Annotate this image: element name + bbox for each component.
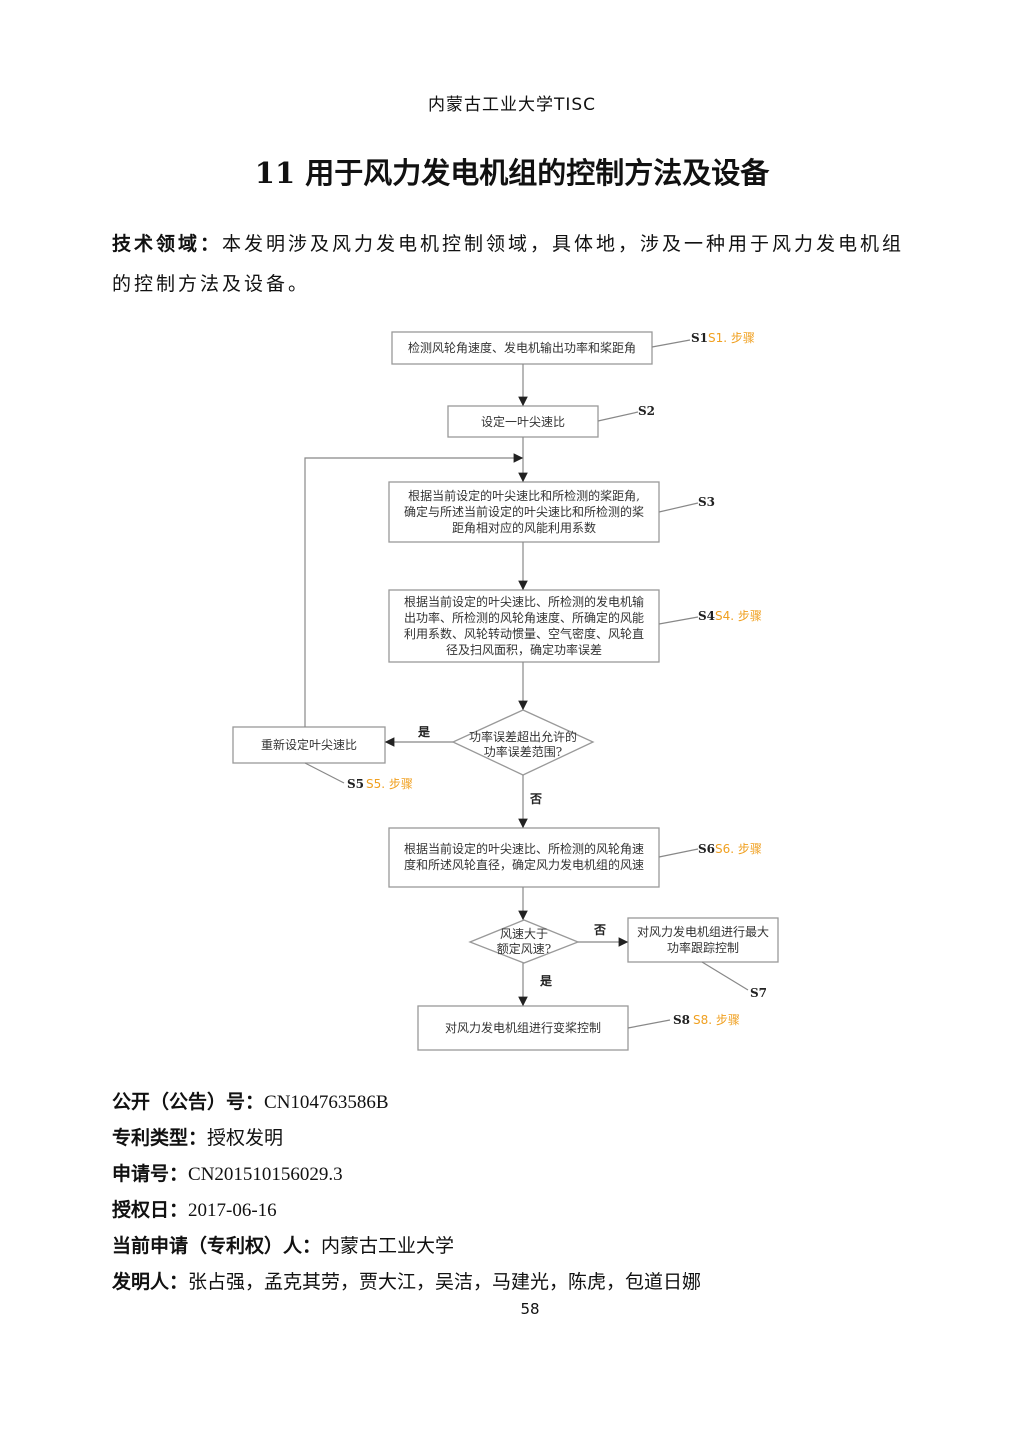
meta-value: CN201510156029.3 bbox=[188, 1164, 343, 1185]
page-title: 11 用于风力发电机组的控制方法及设备 bbox=[254, 156, 770, 190]
decision-wind-speed-diamond bbox=[468, 919, 580, 964]
d2-yes-label: 是 bbox=[539, 974, 553, 988]
s4-text-line: 利用系数、风轮转动惯量、空气密度、风轮直 bbox=[404, 626, 644, 641]
s8-note: S8. 步骤 bbox=[693, 1013, 740, 1027]
d1-text-line: 功率误差超出允许的 bbox=[469, 729, 577, 744]
s5-note: S5. 步骤 bbox=[366, 777, 413, 791]
s8-text: 对风力发电机组进行变桨控制 bbox=[445, 1020, 601, 1035]
d1-no-label: 否 bbox=[529, 792, 542, 806]
meta-patent-type: 专利类型：授权发明 bbox=[112, 1121, 701, 1157]
step-s7-box bbox=[627, 917, 779, 963]
s4-text-line: 出功率、所检测的风轮角速度、所确定的风能 bbox=[404, 610, 644, 625]
s3-text-line: 根据当前设定的叶尖速比和所检测的桨距角, bbox=[408, 488, 640, 503]
s3-text-line: 确定与所述当前设定的叶尖速比和所检测的桨 bbox=[404, 504, 644, 519]
s7-text-line: 对风力发电机组进行最大 bbox=[637, 924, 769, 939]
meta-application-number: 申请号：CN201510156029.3 bbox=[112, 1157, 701, 1193]
tech-field-label: 技术领域： bbox=[112, 233, 223, 255]
meta-label: 专利类型： bbox=[112, 1128, 208, 1149]
meta-value: 授权发明 bbox=[207, 1128, 284, 1149]
s8-tag: S8 bbox=[673, 1013, 690, 1027]
s4-tag: S4 bbox=[698, 609, 715, 623]
s6-text-line: 度和所述风轮直径，确定风力发电机组的风速 bbox=[404, 857, 644, 872]
d1-text-line: 功率误差范围? bbox=[484, 744, 562, 759]
meta-grant-date: 授权日：2017-06-16 bbox=[112, 1193, 701, 1229]
meta-inventors: 发明人：张占强，孟克其劳，贾大江，吴洁，马建光，陈虎，包道日娜 bbox=[112, 1265, 701, 1301]
meta-value: CN104763586B bbox=[264, 1092, 389, 1113]
meta-applicant: 当前申请（专利权）人：内蒙古工业大学 bbox=[112, 1229, 701, 1265]
connectors bbox=[304, 339, 749, 1029]
meta-value: 2017-06-16 bbox=[188, 1200, 277, 1221]
s1-note: S1. 步骤 bbox=[708, 331, 755, 345]
s4-note: S4. 步骤 bbox=[715, 609, 762, 623]
s5-text: 重新设定叶尖速比 bbox=[261, 737, 357, 752]
tech-field-text: 本发明涉及风力发电机控制领域，具体地，涉及一种用于风力发电机组的控制方法及设备。 bbox=[112, 233, 905, 295]
step-s6-box bbox=[388, 827, 660, 888]
s7-tag: S7 bbox=[750, 986, 767, 1000]
s3-text-line: 距角相对应的风能利用系数 bbox=[452, 520, 596, 535]
s2-tag: S2 bbox=[638, 404, 655, 418]
meta-label: 申请号： bbox=[112, 1164, 189, 1185]
meta-publication-number: 公开（公告）号：CN104763586B bbox=[112, 1085, 701, 1121]
meta-value: 内蒙古工业大学 bbox=[321, 1236, 455, 1257]
s7-text-line: 功率跟踪控制 bbox=[667, 940, 739, 955]
meta-label: 授权日： bbox=[112, 1200, 189, 1221]
s4-text-line: 根据当前设定的叶尖速比、所检测的发电机输 bbox=[404, 594, 644, 609]
meta-label: 发明人： bbox=[112, 1272, 189, 1293]
step-s1-box bbox=[391, 331, 653, 365]
s5-tag: S5 bbox=[347, 777, 364, 791]
s6-tag: S6 bbox=[698, 842, 715, 856]
d2-text-line: 风速大于 bbox=[500, 927, 548, 941]
meta-label: 公开（公告）号： bbox=[112, 1092, 265, 1113]
meta-value: 张占强，孟克其劳，贾大江，吴洁，马建光，陈虎，包道日娜 bbox=[188, 1272, 702, 1293]
s2-text: 设定一叶尖速比 bbox=[481, 414, 565, 429]
s1-text: 检测风轮角速度、发电机输出功率和桨距角 bbox=[408, 340, 636, 355]
page-number: 58 bbox=[520, 1300, 540, 1318]
s3-tag: S3 bbox=[698, 495, 715, 509]
tech-field-paragraph: 技术领域：本发明涉及风力发电机控制领域，具体地，涉及一种用于风力发电机组的控制方… bbox=[112, 224, 922, 304]
d1-yes-label: 是 bbox=[417, 725, 431, 739]
d2-no-label: 否 bbox=[593, 923, 606, 937]
patent-metadata: 公开（公告）号：CN104763586B 专利类型：授权发明 申请号：CN201… bbox=[112, 1085, 701, 1301]
s1-tag: S1 bbox=[691, 331, 708, 345]
d2-text-line: 额定风速? bbox=[497, 941, 551, 956]
s6-note: S6. 步骤 bbox=[715, 842, 762, 856]
s6-text-line: 根据当前设定的叶尖速比、所检测的风轮角速 bbox=[404, 841, 644, 856]
step-s4-box bbox=[388, 589, 660, 663]
s4-text-line: 径及扫风面积，确定功率误差 bbox=[446, 642, 602, 657]
meta-label: 当前申请（专利权）人： bbox=[112, 1236, 322, 1257]
page-header: 内蒙古工业大学TISC bbox=[427, 95, 597, 115]
